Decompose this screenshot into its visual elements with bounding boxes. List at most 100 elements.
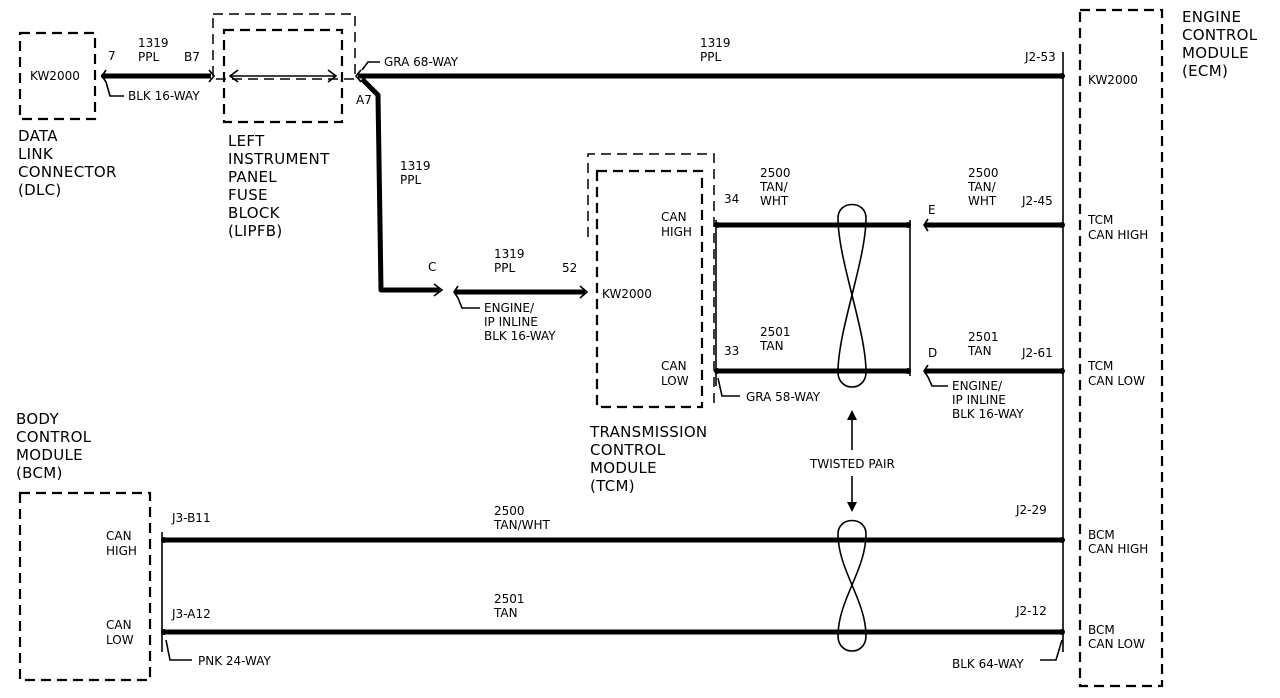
pin-c: C xyxy=(428,260,436,274)
lipfb-left-bracket xyxy=(208,69,216,83)
wire-2500-ecm-color1: TAN/ xyxy=(967,180,997,194)
pin-dot xyxy=(905,222,911,228)
lipfb-title-5: BLOCK xyxy=(228,204,281,222)
lipfb-title-1: LEFT xyxy=(228,132,265,150)
lipfb-title-3: PANEL xyxy=(228,168,277,186)
pin-d: D xyxy=(928,346,937,360)
dlc-title-4: (DLC) xyxy=(18,181,62,199)
ecm-bcm-low-1: BCM xyxy=(1088,623,1115,637)
connector-gra58: GRA 58-WAY xyxy=(746,390,821,404)
wire-2501-tcm-num: 2501 xyxy=(760,325,791,339)
pin-b7: B7 xyxy=(184,50,200,64)
dlc-title-3: CONNECTOR xyxy=(18,163,117,181)
ecm-box xyxy=(1078,8,1164,688)
dlc-title-2: LINK xyxy=(18,145,54,163)
ecm-tcm-low-1: TCM xyxy=(1087,359,1113,373)
inline-c-arrow xyxy=(433,283,444,297)
ecm-bcm-low-2: CAN LOW xyxy=(1088,637,1145,651)
twisted-pair-arrowhead-down xyxy=(847,502,857,512)
pin-7: 7 xyxy=(108,49,116,63)
pin-dot xyxy=(1059,222,1065,228)
pin-dot xyxy=(1059,537,1065,543)
tcm-box xyxy=(595,169,704,409)
wire-2501-ecm-num: 2501 xyxy=(968,330,999,344)
connector-engine-ip-right-2: IP INLINE xyxy=(952,393,1006,407)
tcm-can-high-2: HIGH xyxy=(661,225,692,239)
bcm-title-2: CONTROL xyxy=(16,428,92,446)
lipfb-inner-box xyxy=(222,28,344,124)
wire-1319-dlc-color: PPL xyxy=(138,50,159,64)
blk64-bracket xyxy=(1040,639,1063,661)
inline-right-bracket xyxy=(923,364,948,387)
twisted-pair-label: TWISTED PAIR xyxy=(809,457,895,471)
wire-2500-tcm-num: 2500 xyxy=(760,166,791,180)
ecm-title-1: ENGINE xyxy=(1182,8,1241,26)
pin-j2-12: J2-12 xyxy=(1015,604,1047,618)
bcm-can-high-1: CAN xyxy=(106,529,132,543)
lipfb-arrow-left xyxy=(228,69,239,83)
bcm-title-1: BODY xyxy=(16,410,59,428)
bcm-box xyxy=(18,491,152,682)
pin-dot xyxy=(1059,73,1065,79)
wire-2501-tcm-color: TAN xyxy=(759,339,784,353)
tcm-title-1: TRANSMISSION xyxy=(589,423,707,441)
connector-dlc-blk: BLK 16-WAY xyxy=(128,89,200,103)
dlc-box xyxy=(18,31,97,121)
pin-j2-29: J2-29 xyxy=(1015,503,1047,517)
tcm-can-low-2: LOW xyxy=(661,374,689,388)
pin-j2-45: J2-45 xyxy=(1021,194,1053,208)
twisted-pair-arrowhead-up xyxy=(847,410,857,420)
ecm-tcm-high-1: TCM xyxy=(1087,213,1113,227)
wire-1319-top-num: 1319 xyxy=(700,36,731,50)
wire-2500-bcm-num: 2500 xyxy=(494,504,525,518)
pin-a7: A7 xyxy=(356,93,372,107)
bcm-can-low-1: CAN xyxy=(106,618,132,632)
tcm-inner-label: KW2000 xyxy=(602,287,652,301)
pin-dot xyxy=(101,73,107,79)
wire-2501-bcm-num: 2501 xyxy=(494,592,525,606)
twisted-pair-symbol-top xyxy=(837,203,867,388)
dlc-inner-label: KW2000 xyxy=(30,69,80,83)
wire-1319-down-color: PPL xyxy=(400,173,421,187)
tcm-title-4: (TCM) xyxy=(590,477,635,495)
wire-1319-tcm-color: PPL xyxy=(494,261,515,275)
tcm-title-3: MODULE xyxy=(590,459,657,477)
lipfb-title-2: INSTRUMENT xyxy=(228,150,330,168)
pin-dot xyxy=(1059,629,1065,635)
bcm-title-3: MODULE xyxy=(16,446,83,464)
connector-engine-ip-right-3: BLK 16-WAY xyxy=(952,407,1024,421)
connector-engine-ip-right-1: ENGINE/ xyxy=(952,379,1003,393)
twisted-pair-symbol-bottom xyxy=(837,519,867,652)
pin-j3-a12: J3-A12 xyxy=(171,607,211,621)
pin-dot xyxy=(905,368,911,374)
bcm-can-low-2: LOW xyxy=(106,633,134,647)
pin-e: E xyxy=(928,203,936,217)
ecm-tcm-high-2: CAN HIGH xyxy=(1088,228,1148,242)
pin-dot xyxy=(161,537,167,543)
gra68-leader xyxy=(361,61,380,71)
connector-pnk24: PNK 24-WAY xyxy=(198,654,271,668)
wire-1319-branch xyxy=(360,77,440,293)
ecm-bcm-high-1: BCM xyxy=(1088,528,1115,542)
pin-dot xyxy=(161,629,167,635)
wire-1319-tcm-num: 1319 xyxy=(494,247,525,261)
tcm-52-arrow xyxy=(579,285,589,299)
ecm-title-4: (ECM) xyxy=(1182,62,1228,80)
lipfb-title-4: FUSE xyxy=(228,186,268,204)
inline-left-bracket xyxy=(453,285,480,309)
ecm-title-3: MODULE xyxy=(1182,44,1249,62)
lipfb-title-6: (LIPFB) xyxy=(228,222,283,240)
ecm-tcm-low-2: CAN LOW xyxy=(1088,374,1145,388)
pin-j2-53: J2-53 xyxy=(1024,50,1056,64)
wire-2500-bcm-color: TAN/WHT xyxy=(493,518,551,532)
connector-gra68: GRA 68-WAY xyxy=(384,55,459,69)
lipfb-outer-box xyxy=(212,13,356,80)
pin-dot xyxy=(714,368,720,374)
wire-2500-tcm-color2: WHT xyxy=(760,194,789,208)
lipfb-arrow-right xyxy=(327,69,338,83)
pin-j3-b11: J3-B11 xyxy=(171,511,211,525)
wire-2500-ecm-color2: WHT xyxy=(968,194,997,208)
wire-2500-tcm-color1: TAN/ xyxy=(759,180,789,194)
wire-1319-dlc-num: 1319 xyxy=(138,36,169,50)
ecm-bcm-high-2: CAN HIGH xyxy=(1088,542,1148,556)
